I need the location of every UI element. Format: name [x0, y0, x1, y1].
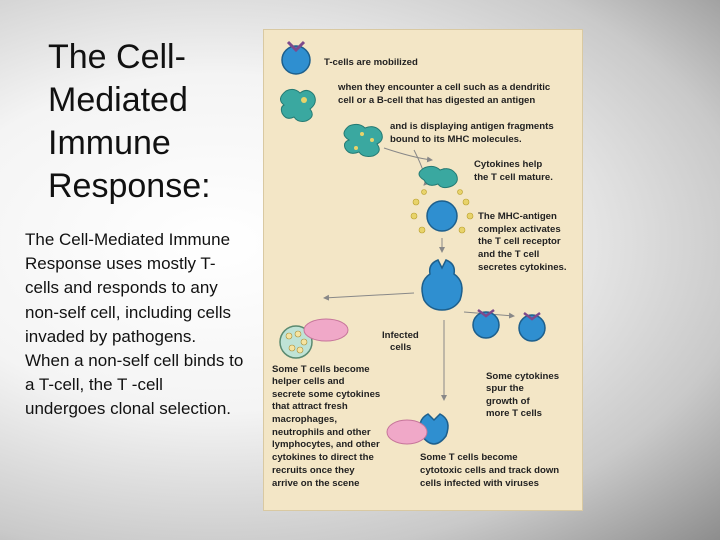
caption-helper-6: neutrophils and other	[272, 427, 371, 438]
arrow-5	[323, 292, 415, 301]
caption-cytokines-1: Cytokines help	[474, 159, 542, 170]
dendritic-cell-1	[280, 88, 316, 122]
caption-helper-3: secrete some cytokines	[272, 389, 380, 400]
cytotoxic-complex	[386, 413, 449, 445]
body-paragraph-1: The Cell-Mediated Immune Response uses m…	[25, 230, 231, 346]
caption-cytotoxic-1: Some T cells become	[420, 452, 518, 463]
activation-complex	[410, 165, 474, 234]
arrow-1	[383, 147, 433, 163]
caption-helper-2: helper cells and	[272, 376, 345, 387]
tcell-clones	[472, 309, 546, 342]
caption-mhc-2: complex activates	[478, 224, 561, 235]
slide-title: The Cell-Mediated Immune Response:	[48, 38, 211, 205]
slide-body-text: The Cell-Mediated Immune Response uses m…	[25, 228, 247, 422]
caption-infected-2: cells	[390, 342, 411, 353]
caption-helper-1: Some T cells become	[272, 364, 370, 375]
caption-encounter-2: cell or a B-cell that has digested an an…	[338, 95, 535, 106]
caption-helper-5: macrophages,	[272, 414, 337, 425]
caption-mhc-4: and the T cell	[478, 249, 539, 260]
figure-illustration: T-cells are mobilized when they encounte…	[272, 40, 567, 489]
caption-mhc-1: The MHC-antigen	[478, 211, 557, 222]
caption-spur-4: more T cells	[486, 408, 542, 419]
caption-helper-10: arrive on the scene	[272, 478, 359, 489]
caption-display-2: bound to its MHC molecules.	[390, 134, 522, 145]
caption-helper-8: cytokines to direct the	[272, 452, 374, 463]
caption-helper-9: recruits once they	[272, 465, 355, 476]
caption-helper-7: lymphocytes, and other	[272, 439, 380, 450]
caption-spur-3: growth of	[486, 396, 530, 407]
caption-cytotoxic-2: cytotoxic cells and track down	[420, 465, 559, 476]
dendritic-cell-2	[343, 123, 383, 157]
immune-response-figure: T-cells are mobilized when they encounte…	[264, 30, 582, 510]
caption-cytokines-2: the T cell mature.	[474, 172, 553, 183]
caption-cytotoxic-3: cells infected with viruses	[420, 478, 539, 489]
caption-mhc-5: secretes cytokines.	[478, 262, 567, 273]
caption-mobilized: T-cells are mobilized	[324, 57, 418, 68]
tcell-top	[281, 40, 311, 75]
tcell-activated	[421, 259, 463, 311]
caption-spur-2: spur the	[486, 383, 524, 394]
caption-encounter-1: when they encounter a cell such as a den…	[337, 82, 551, 93]
caption-display-1: and is displaying antigen fragments	[390, 121, 554, 132]
body-paragraph-2: When a non-self cell binds to a T-cell, …	[25, 351, 244, 419]
caption-infected-1: Infected	[382, 330, 419, 341]
infected-cell	[279, 318, 349, 359]
figure-captions: T-cells are mobilized when they encounte…	[272, 57, 567, 489]
caption-helper-4: that attract fresh	[272, 401, 348, 412]
caption-spur-1: Some cytokines	[486, 371, 559, 382]
caption-mhc-3: the T cell receptor	[478, 236, 561, 247]
